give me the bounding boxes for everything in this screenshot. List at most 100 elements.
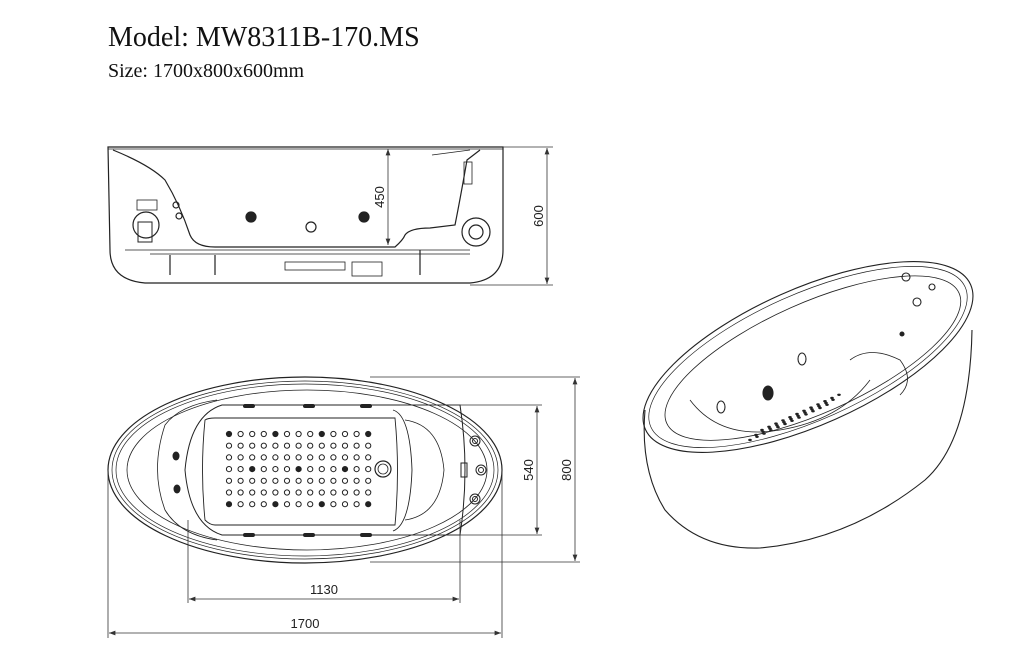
- air-jet-dot: [272, 477, 279, 484]
- persp-air-jet-dot: [796, 414, 800, 417]
- air-jet-dot: [365, 477, 372, 484]
- air-jet-dot: [318, 489, 325, 496]
- air-jet-dot: [353, 501, 360, 508]
- air-jet-dot: [295, 477, 302, 484]
- air-jet-dot: [353, 430, 360, 438]
- dim-1130: 1130: [310, 582, 338, 597]
- air-jet-dot: [249, 454, 256, 461]
- air-jet-dot: [341, 501, 349, 508]
- persp-air-jet-dot: [810, 408, 814, 411]
- air-jet-dot: [353, 454, 360, 461]
- persp-air-jet-dot: [824, 401, 828, 405]
- air-jet-dot: [330, 477, 337, 484]
- persp-air-jet-dot: [802, 409, 806, 412]
- air-jet-dot: [260, 501, 267, 508]
- side-inner-basin: [112, 149, 481, 248]
- air-jet-dot: [260, 466, 267, 473]
- air-jet-dot: [330, 489, 337, 496]
- basin-floor: [202, 417, 398, 526]
- persp-air-jet-dot: [748, 438, 752, 442]
- air-jet-dot: [318, 477, 325, 484]
- air-jet-dot: [237, 501, 244, 508]
- air-jet-dot: [365, 454, 372, 461]
- air-jet-dot: [249, 442, 256, 449]
- air-jet-dot: [365, 430, 372, 438]
- side-pump: [461, 217, 491, 247]
- air-jet-dot: [283, 442, 291, 449]
- headrest: [392, 409, 413, 532]
- air-jet-dot: [225, 466, 233, 473]
- air-jet-dot: [272, 466, 279, 473]
- persp-air-jet-dot: [768, 427, 772, 430]
- air-jet-dot: [353, 477, 360, 484]
- side-dimensions: [385, 146, 553, 286]
- air-jet-dot: [318, 466, 325, 473]
- air-jet-dot: [341, 442, 349, 449]
- persp-air-jet-dot: [782, 421, 786, 424]
- air-jet-dot: [272, 442, 279, 449]
- persp-air-jet-dot: [831, 398, 835, 401]
- dim-800: 800: [559, 459, 574, 481]
- air-jet-dot: [249, 501, 256, 508]
- air-jet-dot: [237, 454, 244, 461]
- air-jet-dot: [249, 489, 256, 496]
- persp-air-jet-dot: [769, 429, 773, 432]
- air-jet-dot: [307, 501, 314, 508]
- persp-air-jet-dot: [809, 406, 813, 409]
- inner-basin: [184, 404, 466, 536]
- air-jet-dot: [318, 430, 325, 438]
- drain: [374, 460, 392, 478]
- air-jet-dot: [307, 489, 314, 496]
- dim-1700: 1700: [291, 616, 320, 631]
- air-jet-dot: [318, 442, 325, 449]
- air-jet-dot: [237, 442, 244, 449]
- air-jet-dot: [283, 489, 291, 496]
- persp-air-jet-dot: [776, 426, 780, 429]
- air-jet-dot: [330, 466, 337, 473]
- air-jet-dot: [330, 501, 337, 508]
- persp-air-jet-dot: [795, 412, 799, 416]
- persp-air-jet-dot: [803, 411, 807, 414]
- air-jet-dot: [237, 477, 244, 484]
- air-jet-dot: [237, 430, 244, 438]
- persp-air-jet-dot: [775, 424, 779, 427]
- perspective-view: [642, 261, 974, 549]
- dim-540: 540: [521, 459, 536, 481]
- side-outline: [107, 146, 504, 284]
- air-jet-dot: [330, 442, 337, 449]
- dim-450: 450: [372, 186, 387, 208]
- persp-air-jet-dot: [797, 416, 801, 419]
- persp-air-jet-dot: [762, 432, 766, 435]
- persp-air-jet-dot: [783, 422, 787, 426]
- air-jet-dot: [283, 477, 291, 484]
- air-jet-dot: [353, 442, 360, 449]
- persp-body: [643, 329, 973, 549]
- air-jet-dot: [341, 489, 349, 496]
- model-title: Model: MW8311B-170.MS: [108, 22, 420, 53]
- air-jet-dot: [365, 501, 372, 508]
- top-dimensions: [107, 376, 580, 638]
- pump-motor: [132, 211, 160, 239]
- persp-air-jet-dot: [825, 403, 829, 406]
- air-jet-dot: [283, 466, 291, 473]
- drain-hose: [284, 261, 346, 271]
- persp-air-jet-dot: [823, 400, 827, 403]
- air-jet-dot: [283, 454, 291, 461]
- air-jet-dot: [225, 442, 233, 449]
- air-jet-dot: [365, 489, 372, 496]
- persp-air-jet-dot: [818, 406, 822, 410]
- air-jet-dot: [237, 466, 244, 473]
- persp-air-jet-dot: [790, 419, 794, 422]
- persp-air-jet-dot: [788, 416, 792, 419]
- dim-600: 600: [531, 205, 546, 227]
- air-jet-dot: [341, 430, 349, 438]
- air-jet-dot: [330, 454, 337, 461]
- air-jet-dot: [272, 501, 279, 508]
- air-jet-dot: [225, 489, 233, 496]
- air-jet-dot: [318, 454, 325, 461]
- air-jet-dot: [260, 454, 267, 461]
- air-jet-dot: [225, 430, 233, 438]
- air-jet-dot: [283, 430, 291, 438]
- air-jet-dot: [295, 501, 302, 508]
